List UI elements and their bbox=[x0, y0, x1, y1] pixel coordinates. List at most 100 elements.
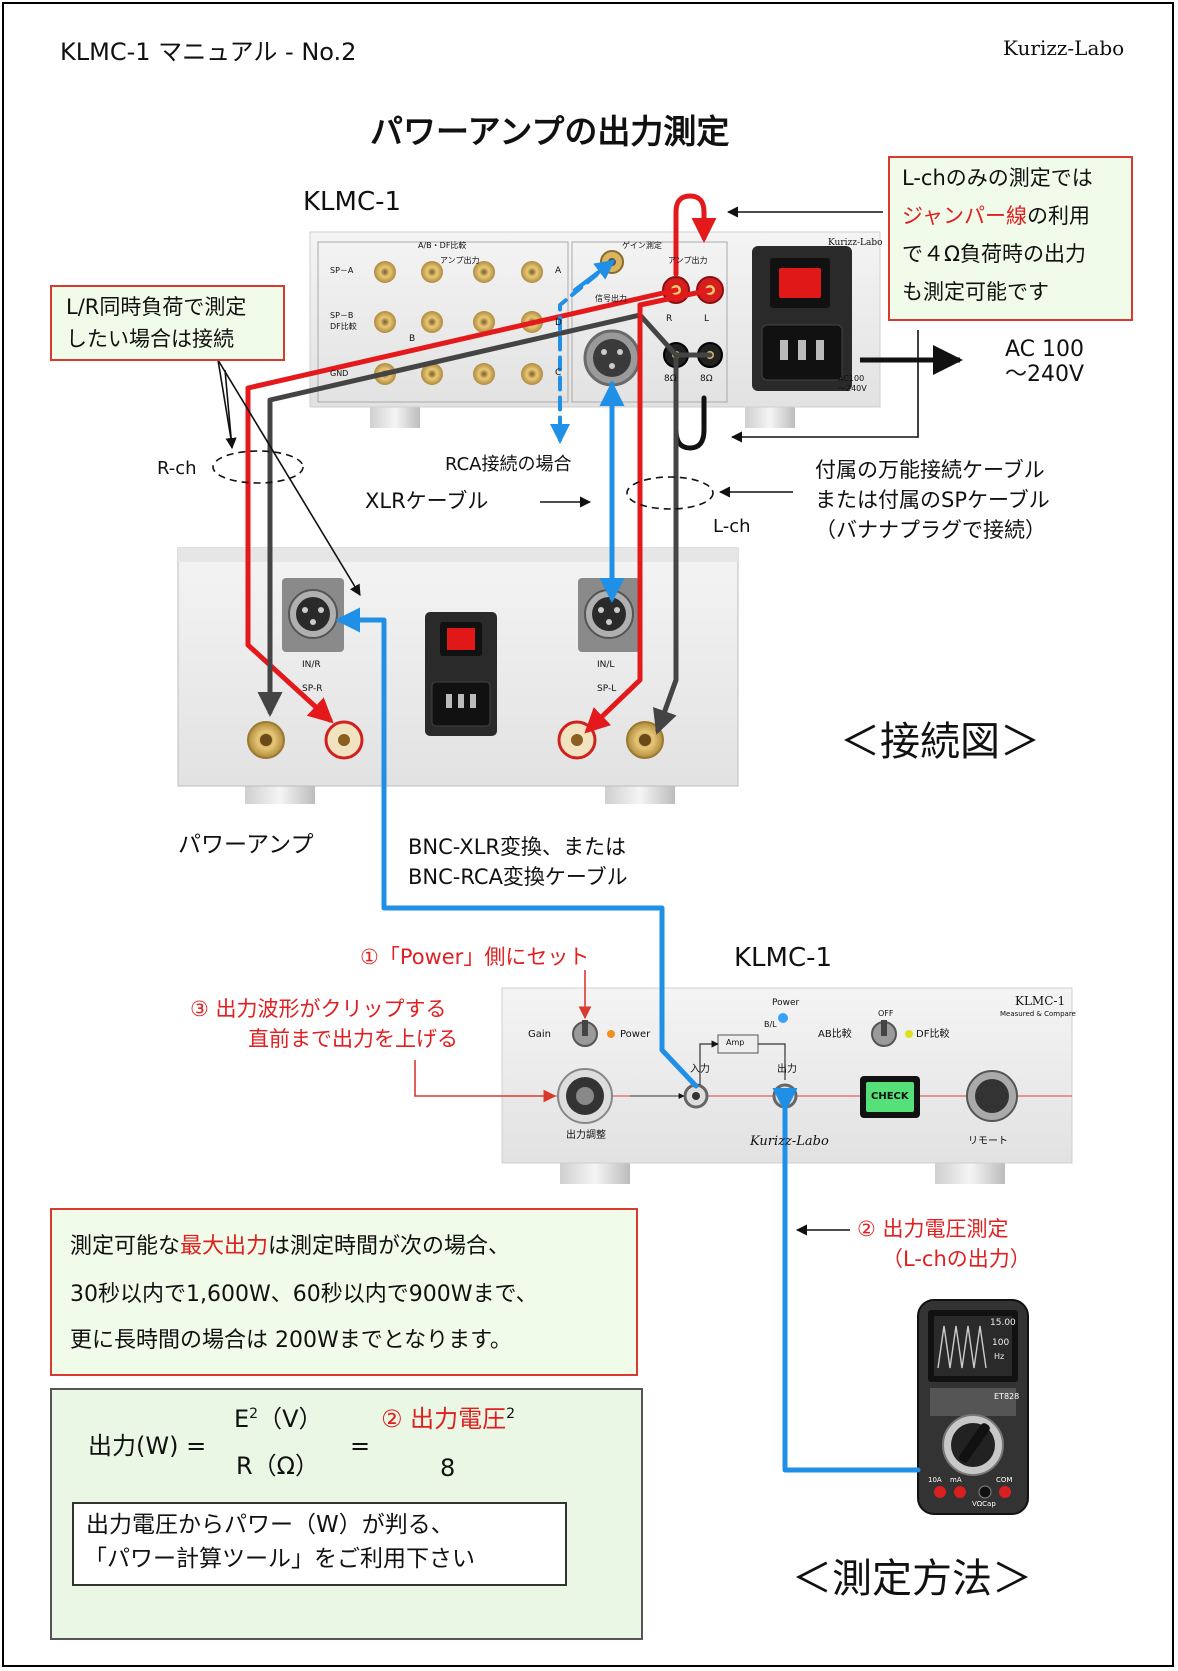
formula-output-voltage: ② 出力電圧 bbox=[381, 1405, 507, 1433]
formula-eq: = bbox=[350, 1432, 371, 1460]
lch-only-line-2: ジャンパー線の利用 bbox=[902, 204, 1090, 229]
step2-label-2: （L-chの出力） bbox=[882, 1247, 1031, 1271]
xlr-cable-label: XLRケーブル bbox=[365, 489, 489, 513]
front-logo: Kurizz-Labo bbox=[750, 1134, 829, 1149]
ac-rating-2: ～240V bbox=[838, 384, 867, 393]
step3-label-1: ③ 出力波形がクリップする bbox=[190, 997, 447, 1021]
off-label: OFF bbox=[878, 1009, 894, 1018]
front-model-sub: Measured & Compare bbox=[1000, 1010, 1076, 1018]
ac-label: AC 100 bbox=[1005, 337, 1085, 362]
lch-only-line-4: も測定可能です bbox=[902, 280, 1049, 304]
in-r-label: IN/R bbox=[302, 660, 321, 670]
amp-out-label-2: アンプ出力 bbox=[668, 256, 708, 265]
formula-e: E bbox=[234, 1405, 250, 1433]
lch-ellipse bbox=[626, 476, 714, 510]
max-output-line-1c: は測定時間が次の場合、 bbox=[268, 1234, 511, 1259]
max-output-line-1a: 測定可能な bbox=[70, 1234, 181, 1259]
remote-label: リモート bbox=[968, 1136, 1008, 1147]
accessory-line-1: 付属の万能接続ケーブル bbox=[815, 458, 1045, 482]
power-amp-label: パワーアンプ bbox=[178, 832, 314, 858]
ab-df-label: A/B・DF比較 bbox=[418, 241, 467, 250]
check-button: CHECK bbox=[871, 1091, 909, 1102]
multimeter bbox=[917, 1299, 1029, 1515]
output-label: 出力 bbox=[777, 1064, 797, 1075]
rca-case-label: RCA接続の場合 bbox=[445, 454, 572, 475]
channel-d-label: D bbox=[555, 318, 562, 328]
channel-a-label: A bbox=[555, 266, 562, 276]
formula-e-sup: 2 bbox=[249, 1406, 259, 1422]
bnc-label-2: BNC-RCA変換ケーブル bbox=[408, 865, 628, 889]
lch-only-line-1: L-chのみの測定では bbox=[902, 166, 1093, 190]
brand-name: Kurizz-Labo bbox=[1003, 36, 1125, 60]
meter-ma: mA bbox=[950, 1476, 962, 1484]
lch-only-line-3: で４Ω負荷時の出力 bbox=[902, 242, 1087, 266]
max-output-line-3: 更に長時間の場合は 200Wまでとなります。 bbox=[70, 1328, 512, 1353]
step1-label: ①「Power」側にセット bbox=[360, 945, 590, 969]
ac-rating-1: AC100 bbox=[838, 374, 865, 383]
formula-den1: R（Ω） bbox=[236, 1452, 320, 1480]
connection-diagram-label: ＜接続図＞ bbox=[840, 719, 1040, 765]
rch-label: R-ch bbox=[157, 458, 197, 479]
klmc-front-panel bbox=[501, 987, 1073, 1184]
jumper-wire-text: ジャンパー線 bbox=[902, 204, 1027, 228]
df-compare-front-label: DF比較 bbox=[916, 1029, 950, 1040]
ab-compare-label: AB比較 bbox=[818, 1029, 852, 1040]
gain-measure-label: ゲイン測定 bbox=[622, 241, 662, 250]
accessory-line-3: （バナナプラグで接続） bbox=[815, 518, 1046, 542]
main-title: パワーアンプの出力測定 bbox=[370, 112, 730, 151]
max-output-note: 測定可能な最大出力は測定時間が次の場合、 30秒以内で1,600W、60秒以内で… bbox=[50, 1208, 638, 1376]
power-tool-line-1: 出力電圧からパワー（W）が判る、 bbox=[86, 1512, 454, 1538]
top-brand-label: Kurizz-Labo bbox=[828, 238, 883, 248]
formula-num2: ② 出力電圧2 bbox=[381, 1405, 515, 1434]
wiring bbox=[245, 193, 921, 1473]
meter-brand: ET828 bbox=[994, 1392, 1020, 1401]
lch-label: L-ch bbox=[713, 516, 751, 537]
input-label: 入力 bbox=[690, 1064, 710, 1075]
rch-ellipse bbox=[212, 450, 304, 484]
power-tool-note: 出力電圧からパワー（W）が判る、 「パワー計算ツール」をご利用下さい bbox=[72, 1502, 567, 1586]
channel-r-label: R bbox=[666, 314, 673, 324]
max-output-highlight: 最大出力 bbox=[180, 1234, 269, 1259]
max-output-line-1: 測定可能な最大出力は測定時間が次の場合、 bbox=[70, 1234, 510, 1260]
in-l-label: IN/L bbox=[597, 660, 615, 670]
gain-label: Gain bbox=[528, 1029, 551, 1040]
lr-simultaneous-note: L/R同時負荷で測定 したい場合は接続 bbox=[50, 285, 285, 361]
bl-label: B/L bbox=[764, 1020, 777, 1029]
lr-simultaneous-line-2: したい場合は接続 bbox=[66, 327, 234, 351]
power-amp-rear-panel bbox=[177, 547, 739, 804]
klmc-top-label: KLMC-1 bbox=[303, 187, 402, 217]
formula-num2-sup: 2 bbox=[506, 1406, 516, 1422]
measurement-method-label: ＜測定方法＞ bbox=[792, 1556, 1032, 1602]
signal-out-label: 信号出力 bbox=[595, 294, 627, 303]
klmc-front-label: KLMC-1 bbox=[734, 943, 833, 973]
channel-b-label: B bbox=[409, 334, 416, 344]
meter-display-3: Hz bbox=[994, 1352, 1005, 1361]
step2-label-1: ② 出力電圧測定 bbox=[857, 1217, 1009, 1241]
power-led-label: Power bbox=[772, 998, 800, 1008]
power-switch-label: Power bbox=[620, 1029, 651, 1040]
sp-a-label: SP－A bbox=[330, 266, 354, 275]
doc-title: KLMC-1 マニュアル - No.2 bbox=[60, 38, 357, 66]
meter-com: COM bbox=[996, 1476, 1013, 1484]
df-compare-label: DF比較 bbox=[330, 322, 357, 331]
meter-v: VΩCap bbox=[972, 1500, 996, 1508]
amp-block-label: Amp bbox=[726, 1038, 745, 1047]
ohm-r-label: 8Ω bbox=[664, 374, 677, 384]
output-adjust-label: 出力調整 bbox=[566, 1130, 606, 1141]
klmc-rear-panel bbox=[309, 231, 881, 428]
ac-label-2: ～240V bbox=[1005, 362, 1085, 387]
meter-display-2: 100 bbox=[992, 1338, 1010, 1348]
meter-display-1: 15.00 bbox=[990, 1318, 1016, 1328]
lch-only-line-2b: の利用 bbox=[1026, 204, 1090, 228]
max-output-line-2: 30秒以内で1,600W、60秒以内で900Wまで、 bbox=[70, 1282, 538, 1307]
channel-c-label: C bbox=[555, 368, 562, 378]
amp-out-label: アンプ出力 bbox=[440, 256, 480, 265]
formula-num1: E2（V） bbox=[234, 1405, 323, 1434]
formula-v-unit: （V） bbox=[258, 1405, 323, 1433]
sp-l-label: SP-L bbox=[597, 684, 617, 694]
accessory-line-2: または付属のSPケーブル bbox=[815, 488, 1050, 512]
formula-den2: 8 bbox=[440, 1454, 456, 1482]
front-model-label: KLMC-1 bbox=[1015, 994, 1066, 1008]
